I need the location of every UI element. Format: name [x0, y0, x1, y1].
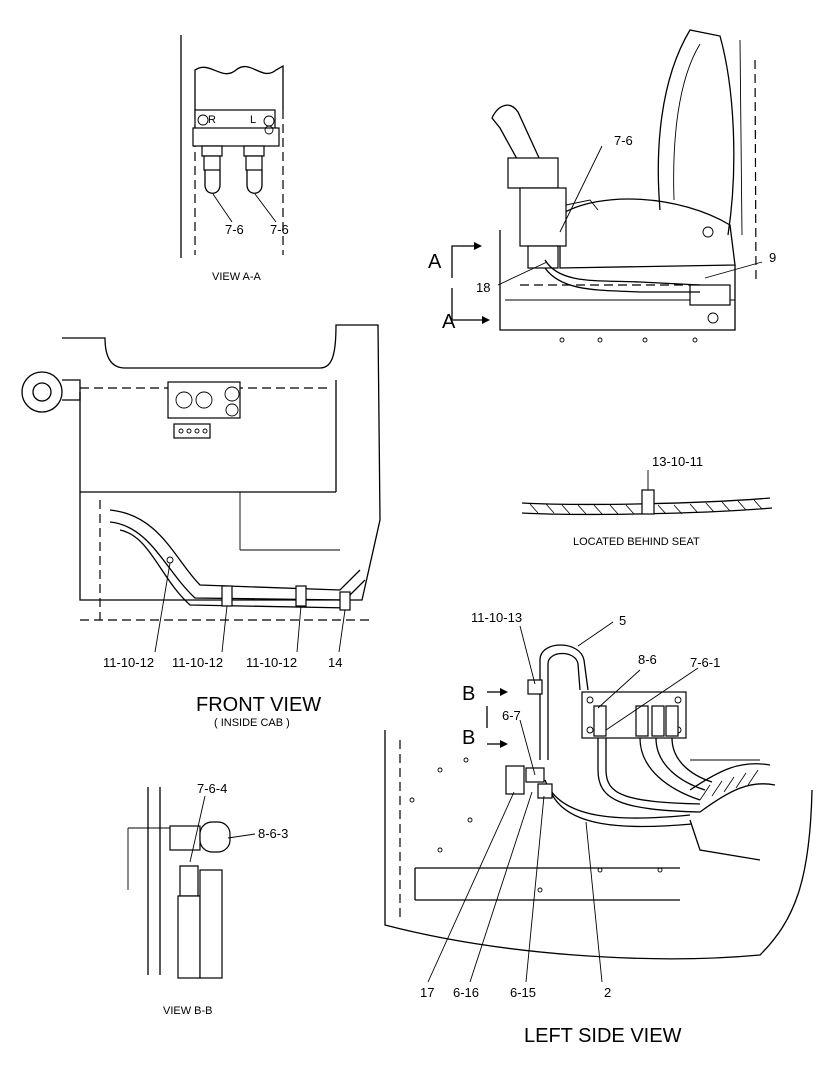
section-letter-b-top: B	[462, 683, 475, 705]
callout-6-7: 6-7	[502, 708, 521, 723]
callout-6-15: 6-15	[510, 985, 536, 1000]
callout-5: 5	[619, 613, 626, 628]
callout-7-6-seat: 7-6	[614, 133, 633, 148]
view-aa: R L 7-6 7-6 VIEW A-A	[180, 35, 289, 283]
section-letter-a-bottom: A	[442, 311, 456, 333]
caption-view-bb: VIEW B-B	[163, 1005, 213, 1017]
seat-view: 7-6 9 18 A A	[428, 29, 776, 343]
section-letter-a-top: A	[428, 251, 442, 273]
callout-6-16: 6-16	[453, 985, 479, 1000]
callout-11-10-12-c: 11-10-12	[246, 655, 297, 670]
callout-8-6: 8-6	[638, 652, 657, 667]
view-bb: 7-6-4 8-6-3 VIEW B-B	[127, 781, 288, 1017]
callout-17: 17	[420, 985, 434, 1000]
callout-11-10-13: 11-10-13	[471, 610, 522, 625]
callout-11-10-12-a: 11-10-12	[103, 655, 154, 670]
section-letter-b-bottom: B	[462, 727, 475, 749]
callout-7-6-right: 7-6	[270, 222, 289, 237]
callout-2: 2	[604, 985, 611, 1000]
caption-view-aa: VIEW A-A	[212, 271, 262, 283]
front-view-title: FRONT VIEW	[196, 694, 321, 716]
front-view-subtitle: ( INSIDE CAB )	[214, 717, 290, 729]
callout-11-10-12-b: 11-10-12	[172, 655, 223, 670]
left-side-view: B B 11-10-13 5 8-6 7-6-1 6-7 17 6-16 6-1…	[384, 610, 813, 1047]
port-letter-r: R	[208, 114, 216, 126]
callout-7-6-left: 7-6	[225, 222, 244, 237]
callout-7-6-1: 7-6-1	[690, 655, 720, 670]
callout-8-6-3: 8-6-3	[258, 826, 288, 841]
behind-seat-detail: 13-10-11 LOCATED BEHIND SEAT	[521, 454, 773, 548]
callout-9: 9	[769, 250, 776, 265]
callout-13-10-11: 13-10-11	[652, 454, 703, 469]
port-letter-l: L	[250, 114, 256, 126]
callout-14: 14	[328, 655, 342, 670]
callout-18: 18	[476, 280, 490, 295]
left-side-view-title: LEFT SIDE VIEW	[524, 1025, 682, 1047]
callout-7-6-4: 7-6-4	[197, 781, 227, 796]
front-view: 11-10-12 11-10-12 11-10-12 14 FRONT VIEW…	[21, 324, 381, 729]
caption-behind-seat: LOCATED BEHIND SEAT	[573, 536, 700, 548]
